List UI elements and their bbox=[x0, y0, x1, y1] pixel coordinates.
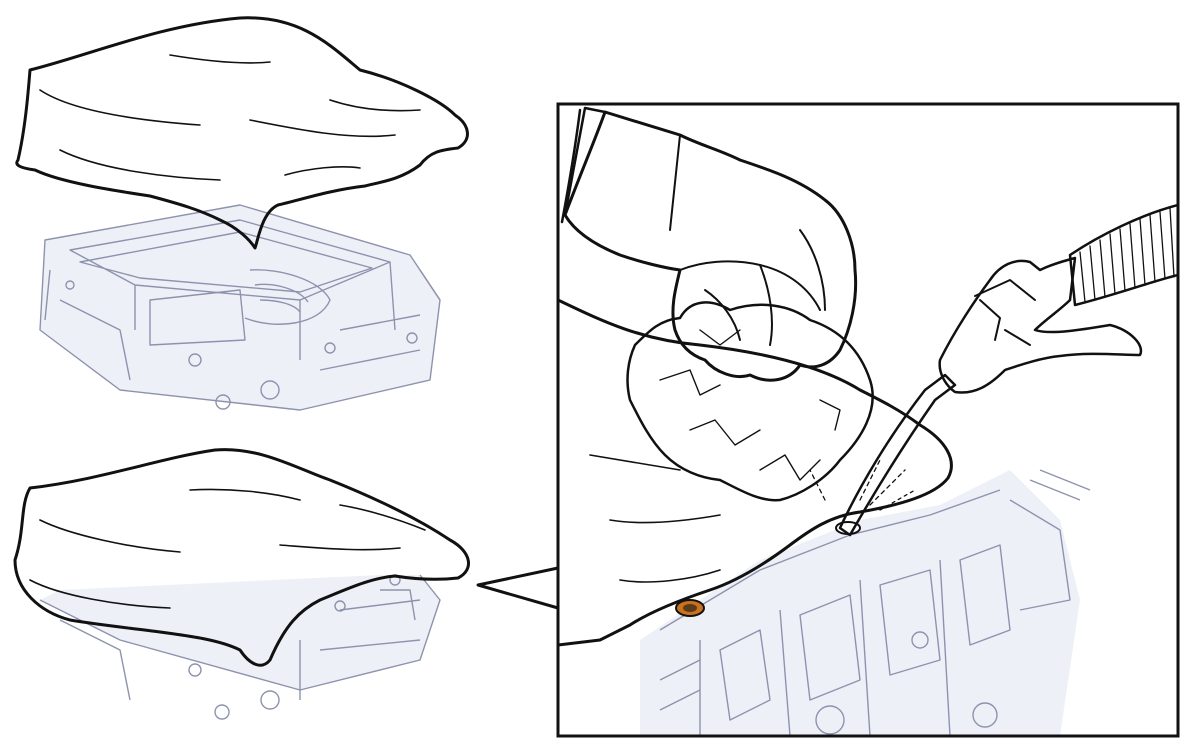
bottom-housing bbox=[40, 575, 440, 719]
detail-callout bbox=[558, 104, 1178, 736]
top-housing bbox=[40, 205, 440, 410]
callout-pointer bbox=[478, 568, 558, 608]
